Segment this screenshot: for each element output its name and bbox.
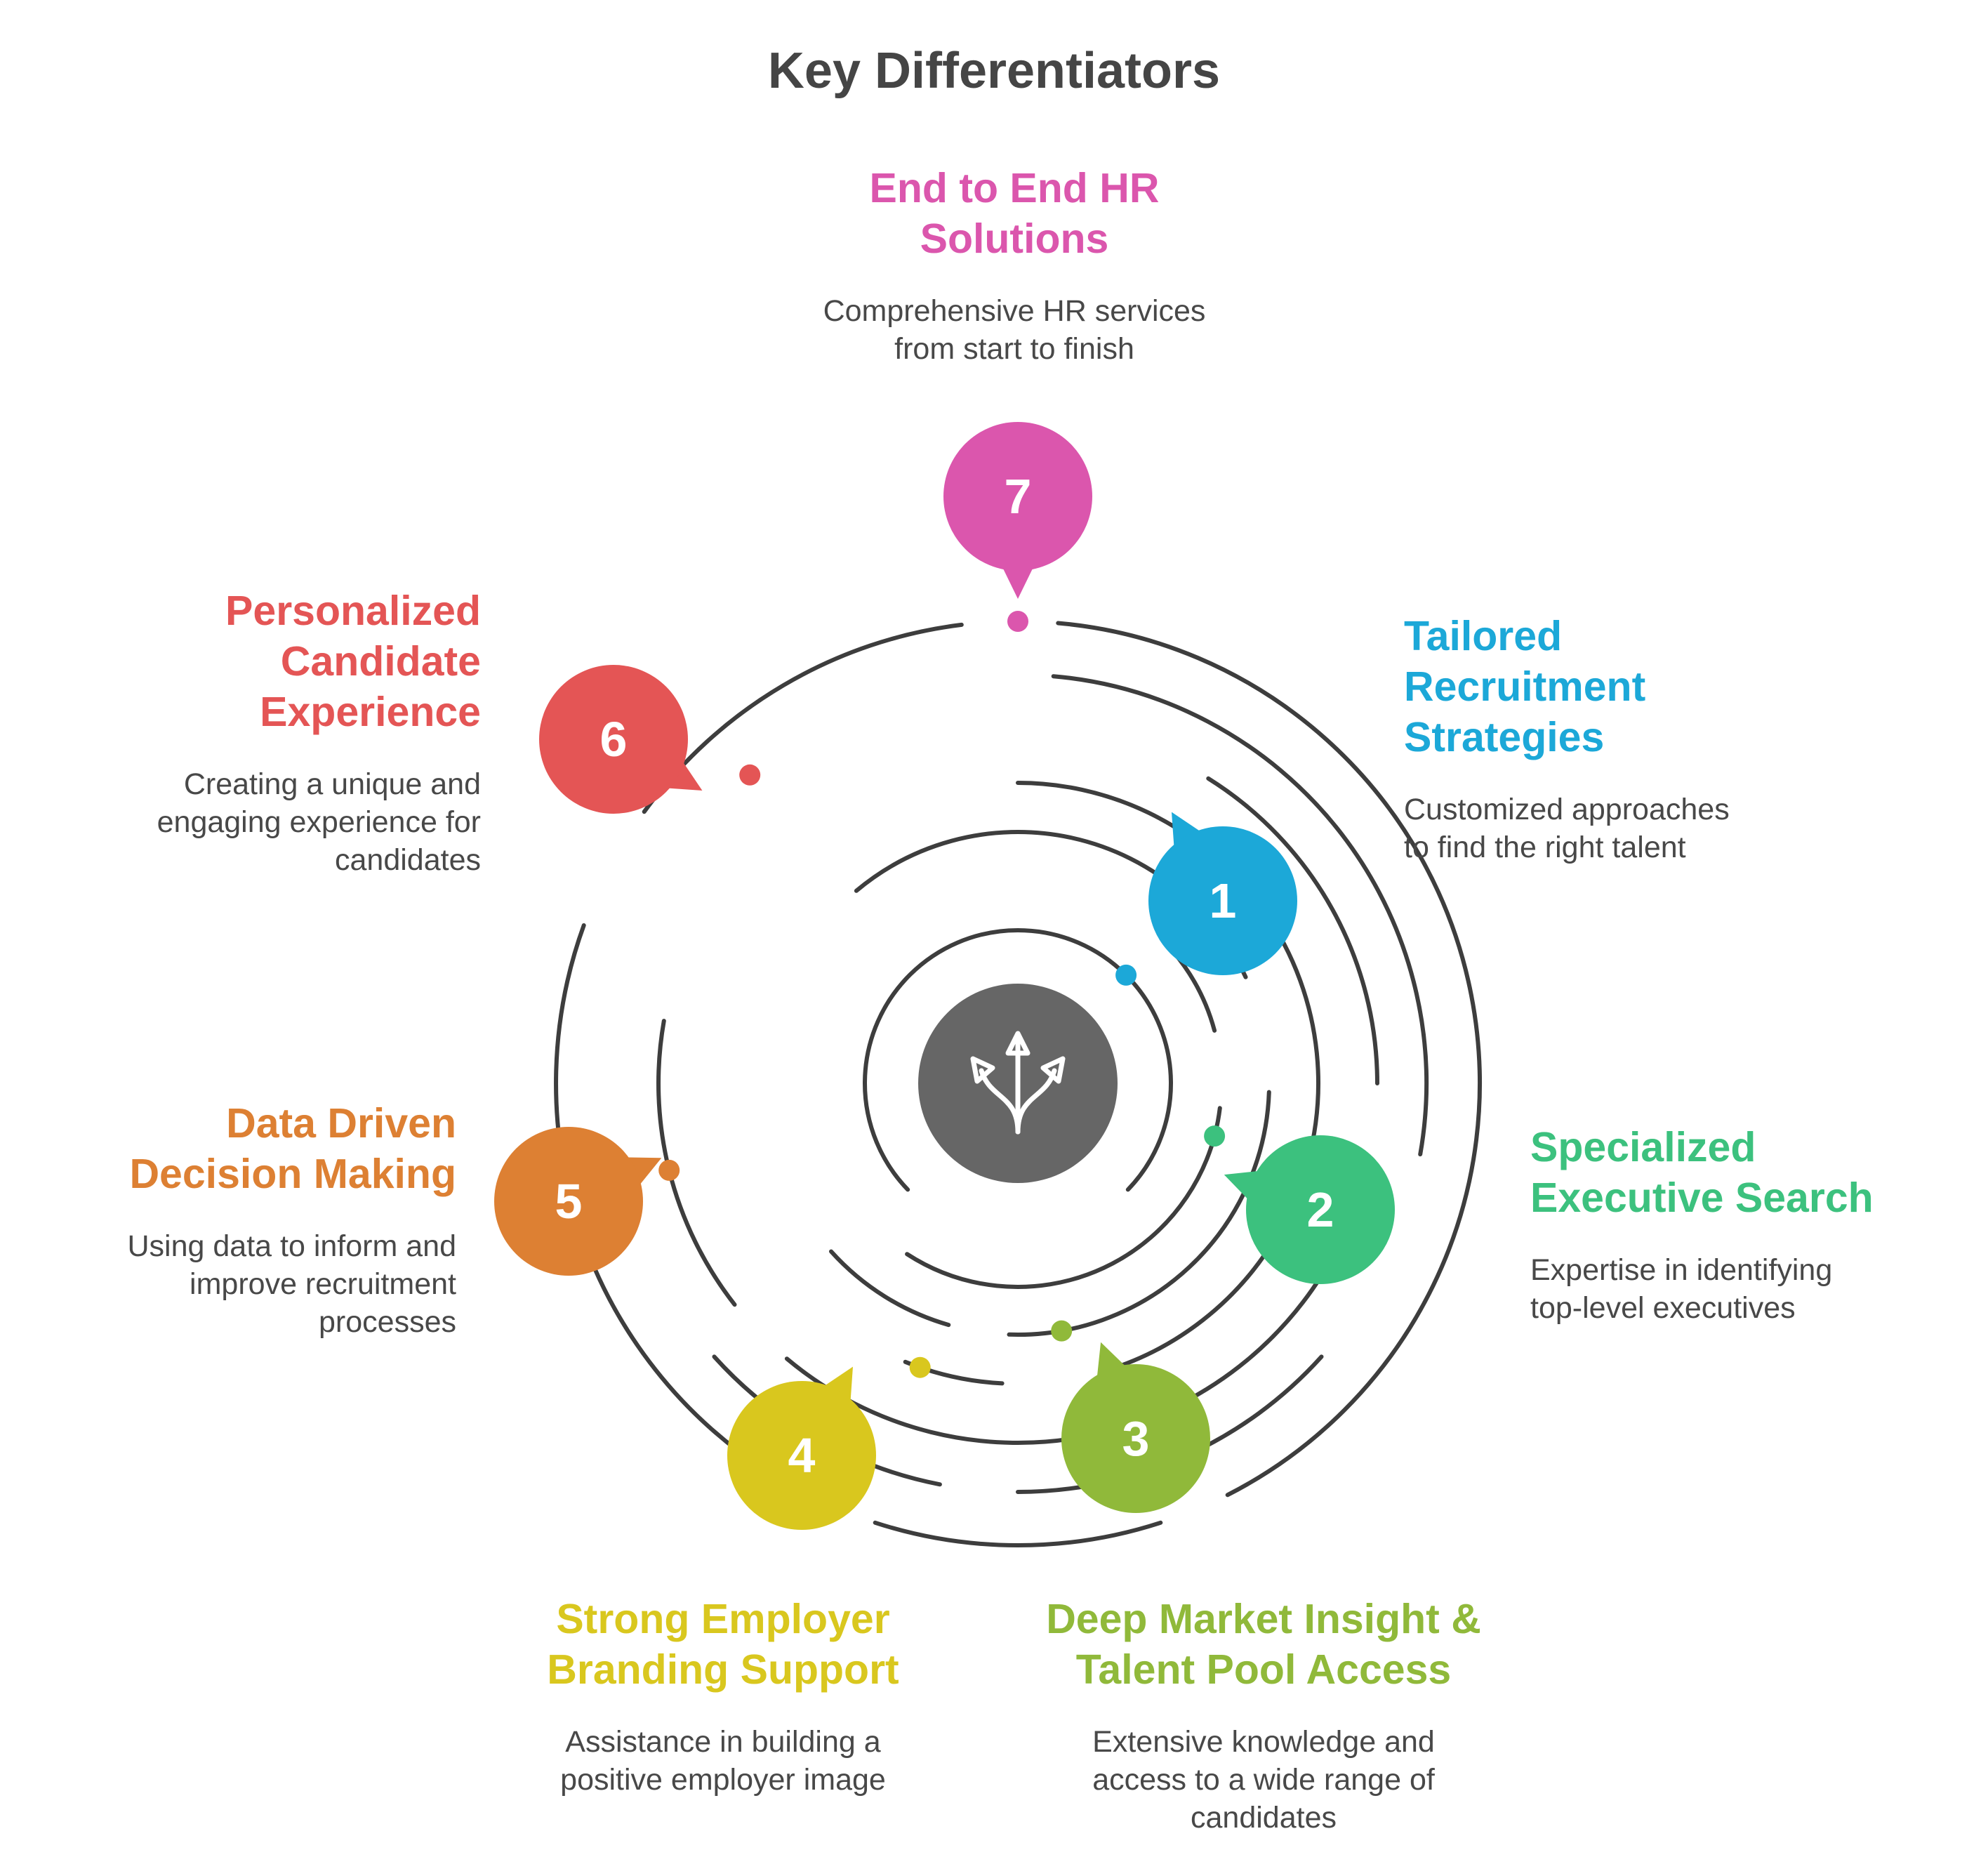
number-bubble-7: 7 bbox=[943, 422, 1092, 599]
item-6-text: Personalized Candidate Experience Creati… bbox=[28, 586, 481, 879]
item-2-heading: Specialized Executive Search bbox=[1530, 1124, 1874, 1221]
number-bubble-6: 6 bbox=[539, 665, 703, 814]
number-bubbles: 1 2 3 4 5 6 7 bbox=[494, 422, 1395, 1530]
ring-arc-8 bbox=[1104, 1236, 1278, 1373]
item-7-heading: End to End HR Solutions bbox=[869, 165, 1160, 262]
number-bubble-1: 1 bbox=[1148, 812, 1297, 975]
ring-arc-1 bbox=[863, 928, 1173, 1192]
ring-dot-6 bbox=[739, 764, 761, 786]
ring-dot-4 bbox=[909, 1356, 931, 1378]
item-5-text: Data Driven Decision Making Using data t… bbox=[28, 1098, 457, 1341]
item-1-description: Customized approaches to find the right … bbox=[1404, 793, 1730, 864]
bubble-circle-6 bbox=[539, 665, 688, 814]
item-4-description: Assistance in building a positive employ… bbox=[560, 1725, 886, 1797]
bubble-circle-4 bbox=[727, 1381, 876, 1530]
ring-arc-18 bbox=[873, 1520, 1163, 1547]
item-2-text: Specialized Executive Search Expertise i… bbox=[1530, 1122, 1966, 1327]
number-bubble-5: 5 bbox=[494, 1127, 662, 1276]
ring-dot-1 bbox=[1115, 964, 1137, 986]
bubble-circle-3 bbox=[1061, 1364, 1210, 1513]
ring-dot-7 bbox=[1007, 611, 1028, 632]
ring-arc-6 bbox=[829, 1249, 951, 1328]
center-hub bbox=[918, 984, 1118, 1183]
bubble-number-1: 1 bbox=[1210, 873, 1237, 928]
item-5-heading: Data Driven Decision Making bbox=[129, 1100, 456, 1197]
number-bubble-3: 3 bbox=[1061, 1342, 1210, 1513]
item-1-text: Tailored Recruitment Strategies Customiz… bbox=[1404, 611, 1895, 866]
item-4-text: Strong Employer Branding Support Assista… bbox=[512, 1594, 934, 1799]
bubble-circle-5 bbox=[494, 1127, 643, 1276]
bubble-number-6: 6 bbox=[600, 712, 628, 767]
bubble-number-3: 3 bbox=[1122, 1411, 1150, 1466]
split-arrows-icon bbox=[970, 1031, 1066, 1135]
ring-arc-10 bbox=[1206, 776, 1379, 1085]
bubble-number-5: 5 bbox=[555, 1174, 583, 1229]
item-7-text: End to End HR Solutions Comprehensive HR… bbox=[758, 163, 1271, 368]
item-3-text: Deep Market Insight & Talent Pool Access… bbox=[1004, 1594, 1523, 1837]
page-title: Key Differentiators bbox=[767, 43, 1221, 99]
bubble-number-2: 2 bbox=[1307, 1182, 1334, 1237]
item-4-heading: Strong Employer Branding Support bbox=[547, 1596, 899, 1693]
ring-arc-14 bbox=[1051, 674, 1429, 1157]
item-6-heading: Personalized Candidate Experience bbox=[225, 588, 481, 735]
item-3-description: Extensive knowledge and access to a wide… bbox=[1092, 1725, 1435, 1835]
bubble-circle-1 bbox=[1148, 826, 1297, 975]
ring-dot-5 bbox=[658, 1159, 680, 1181]
bubble-circle-2 bbox=[1246, 1135, 1395, 1284]
ring-dot-3 bbox=[1051, 1320, 1073, 1342]
item-5-description: Using data to inform and improve recruit… bbox=[127, 1229, 457, 1339]
ring-dot-2 bbox=[1204, 1125, 1226, 1147]
bubble-circle-7 bbox=[943, 422, 1092, 571]
bubble-number-4: 4 bbox=[788, 1428, 816, 1483]
item-3-heading: Deep Market Insight & Talent Pool Access bbox=[1046, 1596, 1481, 1693]
number-bubble-2: 2 bbox=[1224, 1135, 1395, 1284]
bubble-number-7: 7 bbox=[1005, 469, 1032, 524]
number-bubble-4: 4 bbox=[727, 1366, 876, 1530]
ring-arc-17 bbox=[1056, 621, 1483, 1498]
ring-arc-3 bbox=[905, 1106, 1222, 1289]
item-6-description: Creating a unique and engaging experienc… bbox=[157, 767, 481, 877]
item-2-description: Expertise in identifying top-level execu… bbox=[1530, 1253, 1833, 1325]
ring-dots bbox=[658, 611, 1226, 1378]
item-1-heading: Tailored Recruitment Strategies bbox=[1404, 613, 1646, 760]
item-7-description: Comprehensive HR services from start to … bbox=[823, 294, 1206, 366]
